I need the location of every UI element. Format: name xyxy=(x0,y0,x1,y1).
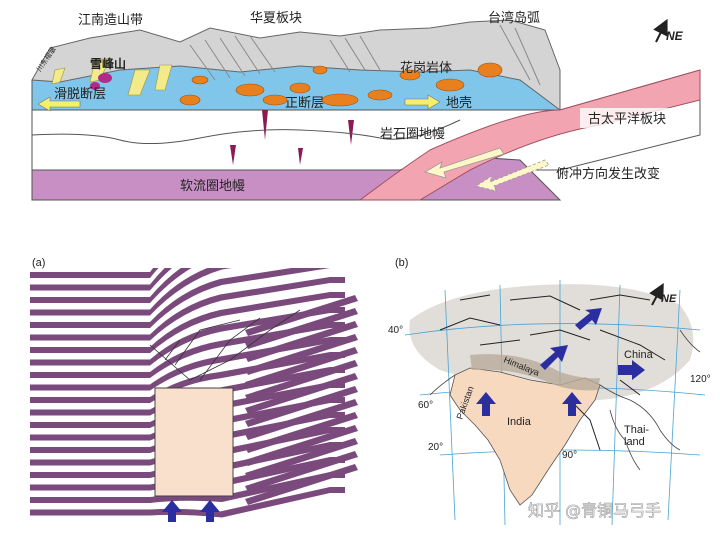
arrow-tibet xyxy=(540,345,568,370)
stripe-band-right xyxy=(245,425,358,466)
granite-bodies xyxy=(179,62,503,107)
indenter-block xyxy=(154,387,234,497)
stripe-band-right xyxy=(245,412,358,453)
himalaya-belt xyxy=(470,354,600,391)
subduction-arrow xyxy=(423,147,550,192)
label-jiangnan: 江南造山带 xyxy=(78,12,143,28)
stripe-band-right xyxy=(245,334,358,375)
ne-label-b: NE xyxy=(661,293,677,305)
coord-lat20: 20° xyxy=(428,442,443,453)
stripe-layers xyxy=(30,268,358,518)
watermark: 知乎 @青铜马弓手 xyxy=(528,501,661,520)
stripe-band xyxy=(30,268,173,291)
label-zheng: 正断层 xyxy=(285,96,324,111)
panel-a: (a) xyxy=(30,257,358,522)
coord-lat40: 40° xyxy=(388,325,403,336)
ne-compass-b: NE xyxy=(649,282,677,306)
panel-b: (b) xyxy=(388,257,711,526)
ne-compass: NE xyxy=(653,18,684,43)
coord-lon90: 90° xyxy=(562,450,577,461)
stripe-band-right xyxy=(245,438,358,479)
arrow-india-east xyxy=(562,392,582,416)
label-taiwan: 台湾岛弧 xyxy=(488,10,540,26)
slip-arrow-left xyxy=(37,96,81,112)
panel-b-label: (b) xyxy=(395,257,408,269)
push-arrows-a xyxy=(162,500,220,522)
stripe-band-right xyxy=(245,295,358,336)
stripe-band xyxy=(30,268,345,328)
coord-lon60: 60° xyxy=(418,400,433,411)
label-guta: 古太平洋板块 xyxy=(588,112,666,127)
label-huagang: 花岗岩体 xyxy=(400,60,452,76)
coastlines xyxy=(429,329,701,471)
topography-surface xyxy=(31,19,561,111)
ridge-lines xyxy=(189,24,541,86)
coord-lon120: 120° xyxy=(690,374,711,385)
push-arrow-1 xyxy=(162,500,182,522)
fault-lines-b xyxy=(439,294,666,451)
ne-label-top: NE xyxy=(666,29,684,43)
stripe-band-right xyxy=(245,360,358,401)
label-thailand-1: Thai- xyxy=(624,424,649,436)
stripe-band-right xyxy=(245,373,358,414)
stripe-band xyxy=(30,487,345,518)
panel-a-label: (a) xyxy=(32,257,45,269)
label-diqiao: 地壳 xyxy=(446,96,472,111)
arrow-pakistan xyxy=(476,392,496,416)
crust-arrow-right xyxy=(404,94,441,110)
stripe-band-right xyxy=(245,308,358,349)
magma-drips xyxy=(90,73,354,165)
label-fuchong: 俯冲方向发生改变 xyxy=(556,166,660,182)
label-huaxia: 华夏板块 xyxy=(250,11,302,26)
label-ruanliu: 软流圈地幔 xyxy=(180,179,245,194)
label-india: India xyxy=(507,416,532,428)
stripe-band xyxy=(30,268,159,278)
stripe-band xyxy=(30,292,345,353)
arrow-china xyxy=(618,360,645,380)
stripe-band xyxy=(30,307,345,366)
label-yanshi: 岩石圈地幔 xyxy=(380,127,445,142)
arrow-north xyxy=(575,308,602,330)
stripe-band-right xyxy=(245,386,358,427)
stripe-band xyxy=(30,277,345,341)
label-xuefeng: 雪峰山 xyxy=(90,56,126,71)
fault-lines-a xyxy=(149,309,301,381)
stripe-band-right xyxy=(245,321,358,362)
stripe-band-right xyxy=(245,347,358,388)
stripe-band xyxy=(30,268,192,303)
top-block-diagram: NE 江南造山带 华夏板块 台湾岛弧 雪峰山 川东褶皱 花岗岩体 滑脱断层 正断… xyxy=(31,10,701,201)
lithosphere-boundary xyxy=(31,119,461,145)
stripe-band-right xyxy=(245,399,358,440)
yellow-strata xyxy=(51,57,173,96)
stripe-band-right xyxy=(245,451,358,492)
label-huatuo: 滑脱断层 xyxy=(54,87,106,102)
label-thailand-2: land xyxy=(624,436,645,448)
label-china: China xyxy=(624,349,654,361)
stripe-band xyxy=(30,322,345,378)
stripe-band xyxy=(30,268,232,316)
stripe-band-right xyxy=(245,464,358,505)
push-arrow-2 xyxy=(200,500,220,522)
motion-arrows-b xyxy=(476,308,645,416)
